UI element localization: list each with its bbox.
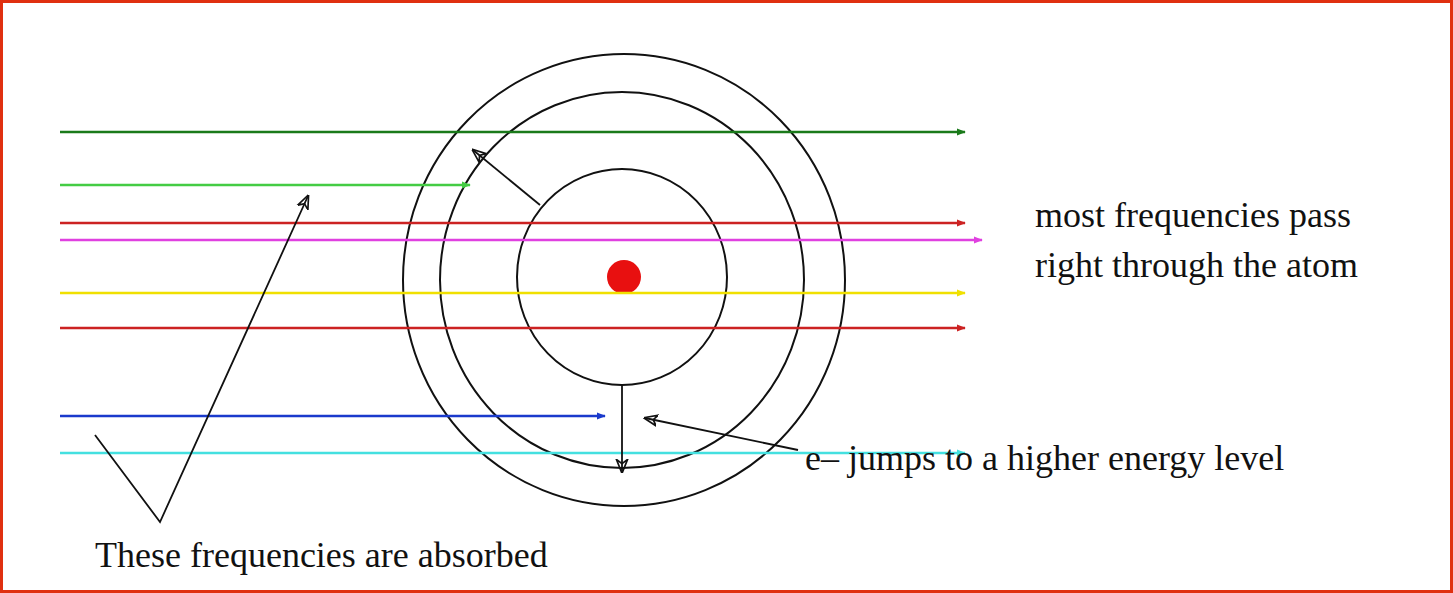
leader-line — [95, 196, 308, 522]
transition-arrows — [473, 150, 798, 472]
light-rays — [60, 132, 982, 453]
nucleus — [607, 260, 641, 294]
callout-text: These frequencies are absorbed — [95, 530, 795, 580]
note-text: most frequencies pass right through the … — [1035, 190, 1360, 290]
outer-orbit — [403, 54, 845, 506]
callout-text: e– jumps to a higher energy level — [805, 433, 1445, 483]
inner-orbit — [517, 169, 727, 385]
